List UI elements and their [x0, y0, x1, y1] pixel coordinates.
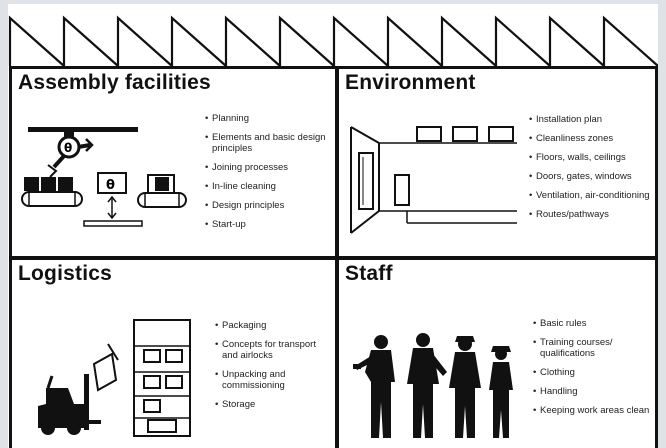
frame-top [9, 66, 658, 69]
staff-list: Basic rules Training courses/ qualificat… [533, 318, 651, 424]
assembly-list: Planning Elements and basic design princ… [205, 113, 333, 238]
list-item: Concepts for transport and airlocks [215, 339, 325, 361]
list-item: Start-up [205, 219, 333, 230]
list-item: Floors, walls, ceilings [529, 152, 653, 163]
list-item: Doors, gates, windows [529, 171, 653, 182]
list-item: Joining processes [205, 162, 333, 173]
quadrant-title: Environment [345, 71, 476, 94]
list-item: Unpacking and commissioning [215, 369, 325, 391]
cleanroom-illustration-icon [350, 126, 517, 234]
environment-list: Installation plan Cleanliness zones Floo… [529, 114, 653, 228]
list-item: Installation plan [529, 114, 653, 125]
list-item: Storage [215, 399, 325, 410]
list-item: Ventilation, air-conditioning [529, 190, 653, 201]
list-item: Basic rules [533, 318, 651, 329]
frame-divider [335, 66, 339, 448]
list-item: Packaging [215, 320, 325, 331]
list-item: Handling [533, 386, 651, 397]
quadrant-assembly: Assembly facilities θ θ [12, 69, 335, 256]
factory-diagram: Assembly facilities θ θ [8, 4, 658, 448]
list-item: In-line cleaning [205, 181, 333, 192]
logistics-list: Packaging Concepts for transport and air… [215, 320, 325, 418]
assembly-robot-illustration-icon: θ θ [21, 127, 187, 227]
list-item: Clothing [533, 367, 651, 378]
quadrant-title: Logistics [18, 262, 112, 285]
list-item: Elements and basic design principles [205, 132, 333, 154]
forklift-shelving-illustration-icon [38, 319, 191, 437]
svg-text:θ: θ [106, 178, 115, 193]
list-item: Cleanliness zones [529, 133, 653, 144]
workers-silhouette-illustration-icon [353, 333, 513, 438]
list-item: Design principles [205, 200, 333, 211]
quadrant-staff: Staff Basic rules Training courses/ qual… [339, 260, 655, 448]
list-item: Training courses/ qualifications [533, 337, 651, 359]
quadrant-title: Staff [345, 262, 393, 285]
list-item: Routes/pathways [529, 209, 653, 220]
quadrant-environment: Environment Installation plan Cleanlines… [339, 69, 655, 256]
list-item: Keeping work areas clean [533, 405, 651, 416]
sawtooth-roof-icon [8, 15, 658, 69]
list-item: Planning [205, 113, 333, 124]
svg-text:θ: θ [64, 141, 72, 155]
frame-middle [9, 256, 658, 260]
quadrant-logistics: Logistics Packaging Concepts for transpo [12, 260, 335, 448]
quadrant-title: Assembly facilities [18, 71, 211, 94]
